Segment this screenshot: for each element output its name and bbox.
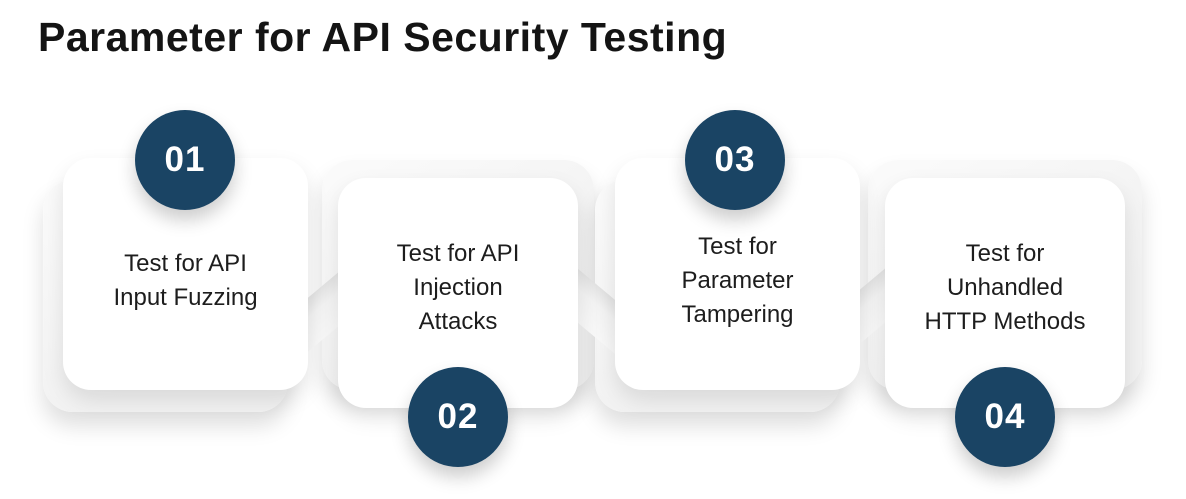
step-number: 03 (714, 140, 756, 179)
step-number: 02 (437, 397, 479, 436)
step-label: Test for Parameter Tampering (681, 232, 794, 329)
step-card: Test for API Injection Attacks (338, 178, 578, 408)
step-label: Test for API Injection Attacks (396, 239, 520, 336)
step-number: 01 (164, 140, 206, 179)
step-number-badge: 01 (135, 110, 235, 210)
step-label: Test for API Input Fuzzing (113, 249, 258, 311)
step-number-badge: 03 (685, 110, 785, 210)
step-number: 04 (984, 397, 1026, 436)
step-number-badge: 02 (408, 367, 508, 467)
page-title: Parameter for API Security Testing (38, 14, 728, 60)
step-number-badge: 04 (955, 367, 1055, 467)
step-label: Test for Unhandled HTTP Methods (924, 239, 1086, 336)
